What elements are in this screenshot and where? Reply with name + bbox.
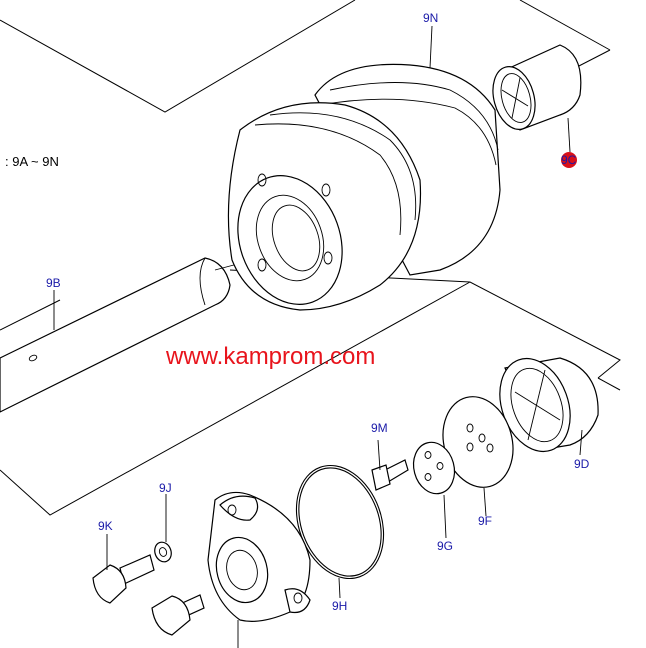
label-9d: 9D — [574, 457, 590, 471]
collar-flange[interactable] — [207, 491, 311, 648]
label-9f: 9F — [478, 514, 492, 528]
highlight-9c — [561, 152, 577, 168]
bolt-9k[interactable] — [92, 554, 155, 604]
part-range-note: : 9A ~ 9N — [5, 154, 59, 169]
label-9g: 9G — [437, 539, 453, 553]
bushing-9d[interactable] — [488, 349, 599, 462]
shaft-9b[interactable] — [0, 257, 246, 413]
label-9j: 9J — [159, 481, 172, 495]
roller-body-9n[interactable] — [220, 63, 501, 319]
label-9n: 9N — [423, 11, 438, 25]
watermark-text: www.kamprom.com — [165, 343, 375, 370]
washer-9j[interactable] — [152, 540, 174, 564]
plate-9g[interactable] — [408, 438, 460, 499]
bolt-lower[interactable] — [151, 594, 205, 636]
label-9k: 9K — [98, 519, 113, 533]
bolt-9m[interactable] — [371, 459, 409, 491]
label-9m: 9M — [371, 421, 388, 435]
label-9c[interactable]: 9C — [561, 153, 577, 167]
label-9h: 9H — [332, 599, 347, 613]
bushing-9c[interactable] — [486, 44, 582, 134]
o-ring-9h[interactable] — [283, 455, 397, 589]
leader-lines — [53, 25, 583, 599]
label-9b: 9B — [46, 276, 61, 290]
